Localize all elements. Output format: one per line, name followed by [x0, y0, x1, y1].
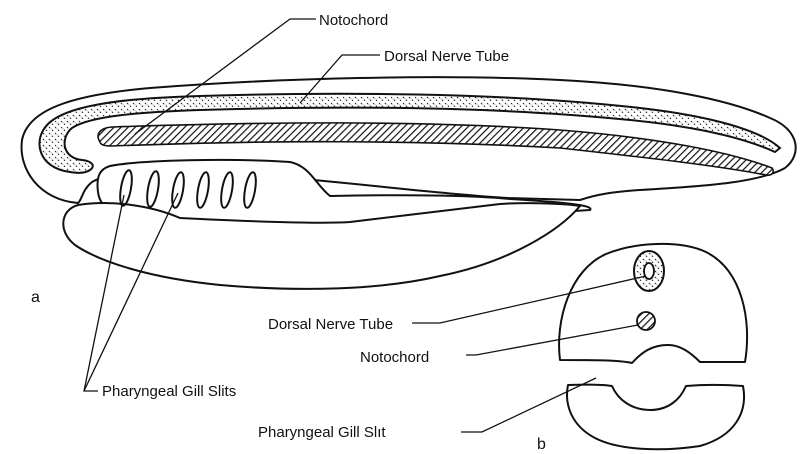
nerve-tube-label-a: Dorsal Nerve Tube: [384, 48, 509, 65]
notochord-section: [637, 312, 655, 330]
notochord-label-a: Notochord: [319, 12, 388, 29]
cross-section-lower: [567, 385, 744, 450]
panel-a-letter: a: [31, 289, 40, 306]
gill-slit-label-b: Pharyngeal Gill Slıt: [258, 424, 386, 441]
notochord-label-b: Notochord: [360, 349, 429, 366]
nerve-tube-label-b: Dorsal Nerve Tube: [268, 316, 393, 333]
panel-b-letter: b: [537, 436, 546, 453]
gill-slits-label-a: Pharyngeal Gill Slits: [102, 383, 236, 400]
